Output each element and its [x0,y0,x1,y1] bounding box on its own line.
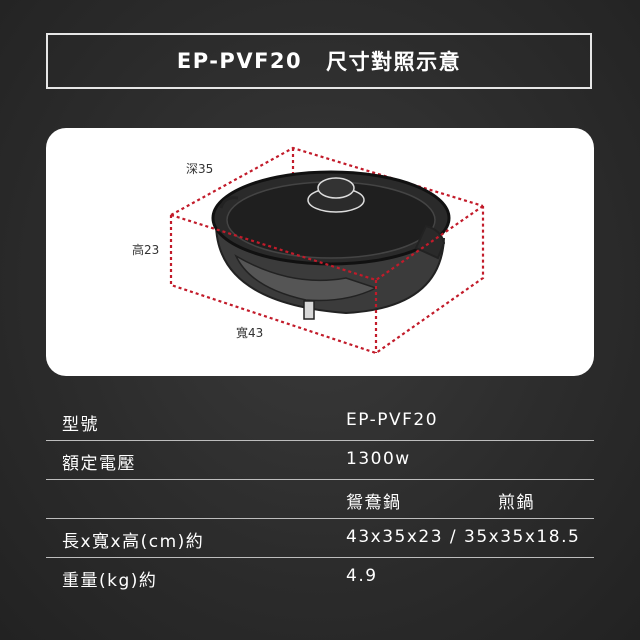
spec-row-dimensions: 長x寬x高(cm)約 43x35x23 / 35x35x18.5 [46,519,594,558]
depth-label: 深35 [186,162,213,176]
spec-value: 鴛鴦鍋 [346,493,402,513]
spec-table: 型號 EP-PVF20 額定電壓 1300w 鴛鴦鍋 煎鍋 長x寬x高(cm)約… [46,402,594,596]
spec-value: 1300w [346,449,411,469]
spec-label: 重量(kg)約 [62,571,158,591]
control-knob [303,300,315,320]
spec-label: 額定電壓 [62,454,136,474]
page-title: 尺寸對照示意 [326,50,462,74]
spec-value: 4.9 [346,566,378,586]
hotpot-illustration [211,170,451,320]
diagram-card: 深35 高23 寬43 [46,128,594,376]
spec-row-model: 型號 EP-PVF20 [46,402,594,441]
spec-row-pot-types: 鴛鴦鍋 煎鍋 [46,480,594,519]
dimension-diagram: 深35 高23 寬43 [132,146,485,355]
spec-value-secondary: 煎鍋 [498,493,535,513]
model-title: EP-PVF20 [176,49,303,73]
box-front-edges [169,205,485,355]
spec-label: 型號 [62,415,99,435]
title-box: EP-PVF20 尺寸對照示意 [46,33,592,89]
height-label: 高23 [132,242,159,257]
width-label: 寬43 [236,325,263,340]
side-handle [414,224,446,260]
spec-row-weight: 重量(kg)約 4.9 [46,558,594,596]
spec-value: 43x35x23 / 35x35x18.5 [346,527,581,547]
spec-label: 長x寬x高(cm)約 [62,532,205,552]
spec-row-voltage: 額定電壓 1300w [46,441,594,480]
spec-value: EP-PVF20 [346,410,439,430]
